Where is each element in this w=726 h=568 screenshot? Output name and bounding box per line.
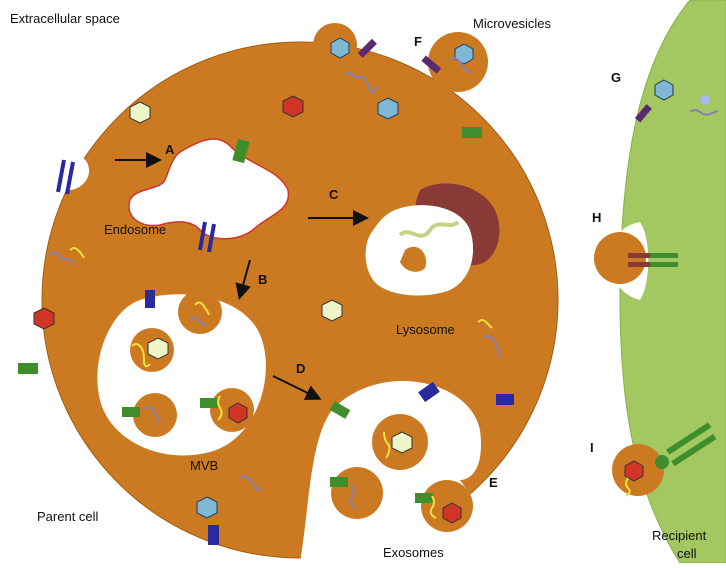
step-i-label: I [590,440,594,455]
light-hexagon [148,338,168,359]
red-hexagon [443,503,461,523]
label-lysosome: Lysosome [396,322,455,337]
step-d-label: D [296,361,305,376]
step-a-label: A [165,142,175,157]
step-f-label: F [414,34,422,49]
light-hexagon [392,432,412,453]
red-hexagon [229,403,247,423]
green-marker [200,398,218,408]
step-b-label: B [258,272,267,287]
intraluminal-vesicle-budding [178,290,222,334]
step-e-label: E [489,475,498,490]
light-hexagon [322,300,342,321]
label-parent-cell: Parent cell [37,509,99,524]
blue-hexagon [378,98,398,119]
blue-marker [145,290,155,308]
label-extracellular-space: Extracellular space [10,11,120,26]
step-c-label: C [329,187,339,202]
blue-marker [496,394,514,405]
red-hexagon [34,308,54,329]
docking-ligand-4 [650,262,678,267]
blue-hexagon [197,497,217,518]
label-recipient-line2: cell [677,546,697,561]
parent-cell-body [42,42,558,558]
recipient-blue-hexagon [655,80,673,100]
label-microvesicles: Microvesicles [473,16,552,31]
blue-marker [208,525,219,545]
green-marker [415,493,433,503]
recipient-small-sphere [700,95,710,105]
docking-ligand-3 [650,253,678,258]
green-marker [122,407,140,417]
green-marker [330,477,348,487]
green-marker [18,363,38,374]
exosome-2 [331,467,383,519]
label-mvb: MVB [190,458,218,473]
membrane-invagination [44,153,89,190]
step-h-label: H [592,210,601,225]
red-hexagon [283,96,303,117]
mvb [97,290,266,455]
blue-hexagon [331,38,349,58]
light-hexagon [130,102,150,123]
released-microvesicle [428,32,488,92]
bound-vesicle-ligand [655,455,669,469]
label-recipient-line1: Recipient [652,528,707,543]
step-g-label: G [611,70,621,85]
label-exosomes: Exosomes [383,545,444,560]
green-marker [462,127,482,138]
label-endosome: Endosome [104,222,166,237]
